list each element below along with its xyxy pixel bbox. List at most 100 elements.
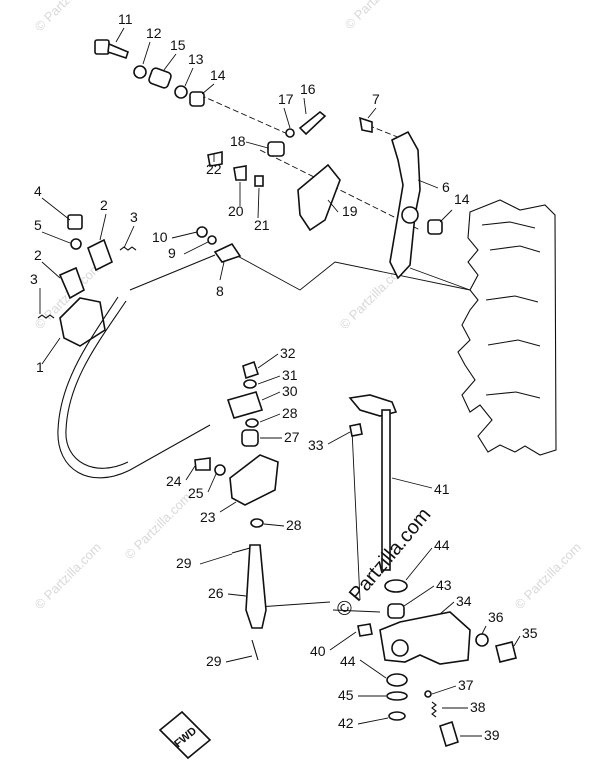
callout-34: 34 [456,593,472,609]
callout-6: 6 [442,179,450,195]
callout-32: 32 [280,345,296,361]
bolt-18 [267,141,285,157]
callout-leaders [39,27,521,737]
callout-7: 7 [372,91,380,107]
nut-33 [349,423,363,437]
nut-21 [254,175,264,187]
spring-3 [119,246,137,251]
plate-19 [297,163,341,232]
callout-18: 18 [230,133,246,149]
callout-39: 39 [484,727,500,743]
callout-10: 10 [152,229,168,245]
callout-26: 26 [208,585,224,601]
bolt-4 [67,214,83,230]
screw-22 [207,151,223,167]
callout-17: 17 [278,91,294,107]
nut-17 [285,128,295,138]
callout-42: 42 [338,715,354,731]
washer-13 [174,85,188,99]
callout-43: 43 [436,577,452,593]
clamp-2 [58,266,85,300]
lever-6 [389,130,421,280]
callout-40: 40 [310,643,326,659]
watermark: © Partzilla.com [32,0,105,34]
rod-26 [245,544,267,629]
plunger-39 [439,720,459,748]
shaft-41 [381,409,391,571]
callout-25: 25 [188,485,204,501]
washer-45 [386,691,408,701]
callout-45: 45 [338,687,354,703]
clamp-2b [87,238,113,272]
washer-36 [475,633,489,647]
callout-2b: 2 [34,247,42,263]
callout-36: 36 [488,609,504,625]
ring-42 [388,711,406,721]
watermark: © Partzilla.com [122,490,195,563]
callout-12: 12 [146,25,162,41]
nut-40 [357,623,373,637]
callout-15: 15 [170,37,186,53]
lever-34 [379,611,471,665]
washer-28 [245,418,259,428]
callout-numbers: 11 12 15 13 14 7 17 16 18 22 20 21 19 6 … [30,11,538,743]
callout-37: 37 [458,677,474,693]
callout-8: 8 [216,283,224,299]
link-30 [226,391,264,419]
callout-35: 35 [522,625,538,641]
oring-44 [384,579,408,593]
callout-16: 16 [300,81,316,97]
callout-38: 38 [470,699,486,715]
callout-28: 28 [282,405,298,421]
callout-33: 33 [308,437,324,453]
cable-end-8 [213,242,242,263]
cable [57,254,216,479]
callout-1: 1 [36,359,44,375]
washer-28b [250,518,264,528]
washer-5 [70,238,82,250]
callout-20: 20 [228,203,244,219]
callout-27: 27 [284,429,300,445]
callout-11: 11 [118,11,133,27]
bolt-24 [194,457,211,471]
callout-4: 4 [34,183,42,199]
ball-37 [424,690,432,698]
callout-14b: 14 [454,191,470,207]
fwd-arrow: FWD [158,710,212,760]
callout-24: 24 [166,473,182,489]
collar-15 [148,67,172,89]
washer-9 [207,235,217,245]
callout-44: 44 [434,537,450,553]
nut-14b [427,219,443,235]
washer-25 [214,464,226,476]
bracket-23 [229,454,279,506]
boss [391,639,409,657]
callout-19: 19 [342,203,358,219]
callout-30: 30 [282,383,298,399]
watermark: © Partzilla.com [512,540,585,613]
pin-29 [231,547,251,554]
collar-27 [241,429,259,447]
callout-44b: 44 [340,653,356,669]
cap-32 [242,360,260,380]
leader-lines [199,94,471,613]
watermark: © Partzilla.com [32,540,105,613]
callout-13: 13 [188,51,204,67]
pin-29b [251,639,259,661]
callout-2: 2 [100,197,108,213]
pivot-boss [401,206,419,224]
nut-10 [196,226,208,238]
callout-23: 23 [200,509,216,525]
callout-14: 14 [210,67,226,83]
callout-21: 21 [254,217,270,233]
callout-31: 31 [282,367,298,383]
callout-41: 41 [434,481,450,497]
callout-28b: 28 [286,517,302,533]
callout-29b: 29 [206,653,222,669]
spring-3b [37,314,55,319]
callout-29: 29 [176,555,192,571]
stud-20 [233,165,247,181]
callout-5: 5 [34,217,42,233]
cable [65,300,129,469]
callout-22: 22 [206,161,222,177]
